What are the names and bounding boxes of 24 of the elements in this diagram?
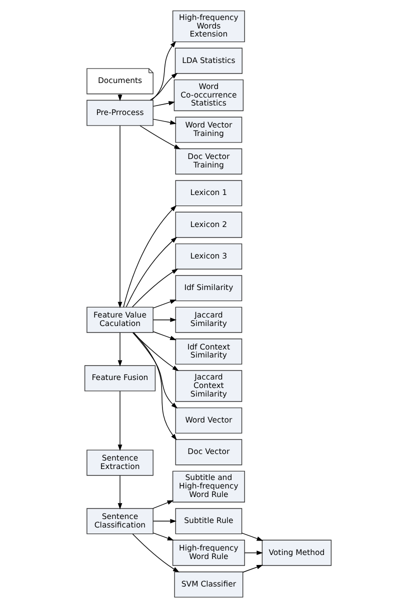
arrow: [151, 41, 176, 100]
arrow: [118, 125, 122, 308]
arrow: [152, 331, 176, 340]
arrow: [123, 205, 177, 308]
arrow: [140, 125, 181, 150]
arrow: [152, 500, 174, 509]
arrow: [152, 318, 177, 322]
arrow: [152, 118, 177, 125]
arrow: [242, 564, 264, 573]
arrow: [132, 268, 178, 308]
arrow: [132, 332, 178, 409]
arrow: [242, 532, 264, 541]
arrow: [118, 332, 122, 367]
arrow: [132, 534, 180, 572]
arrow: [118, 390, 122, 451]
arrow: [118, 475, 122, 510]
arrow: [126, 236, 178, 308]
arrow: [152, 300, 176, 308]
arrow: [152, 532, 174, 540]
arrow: [132, 332, 179, 371]
arrow: [244, 550, 263, 556]
arrow: [152, 101, 176, 107]
arrow: [152, 518, 177, 524]
arrow: [133, 332, 177, 440]
